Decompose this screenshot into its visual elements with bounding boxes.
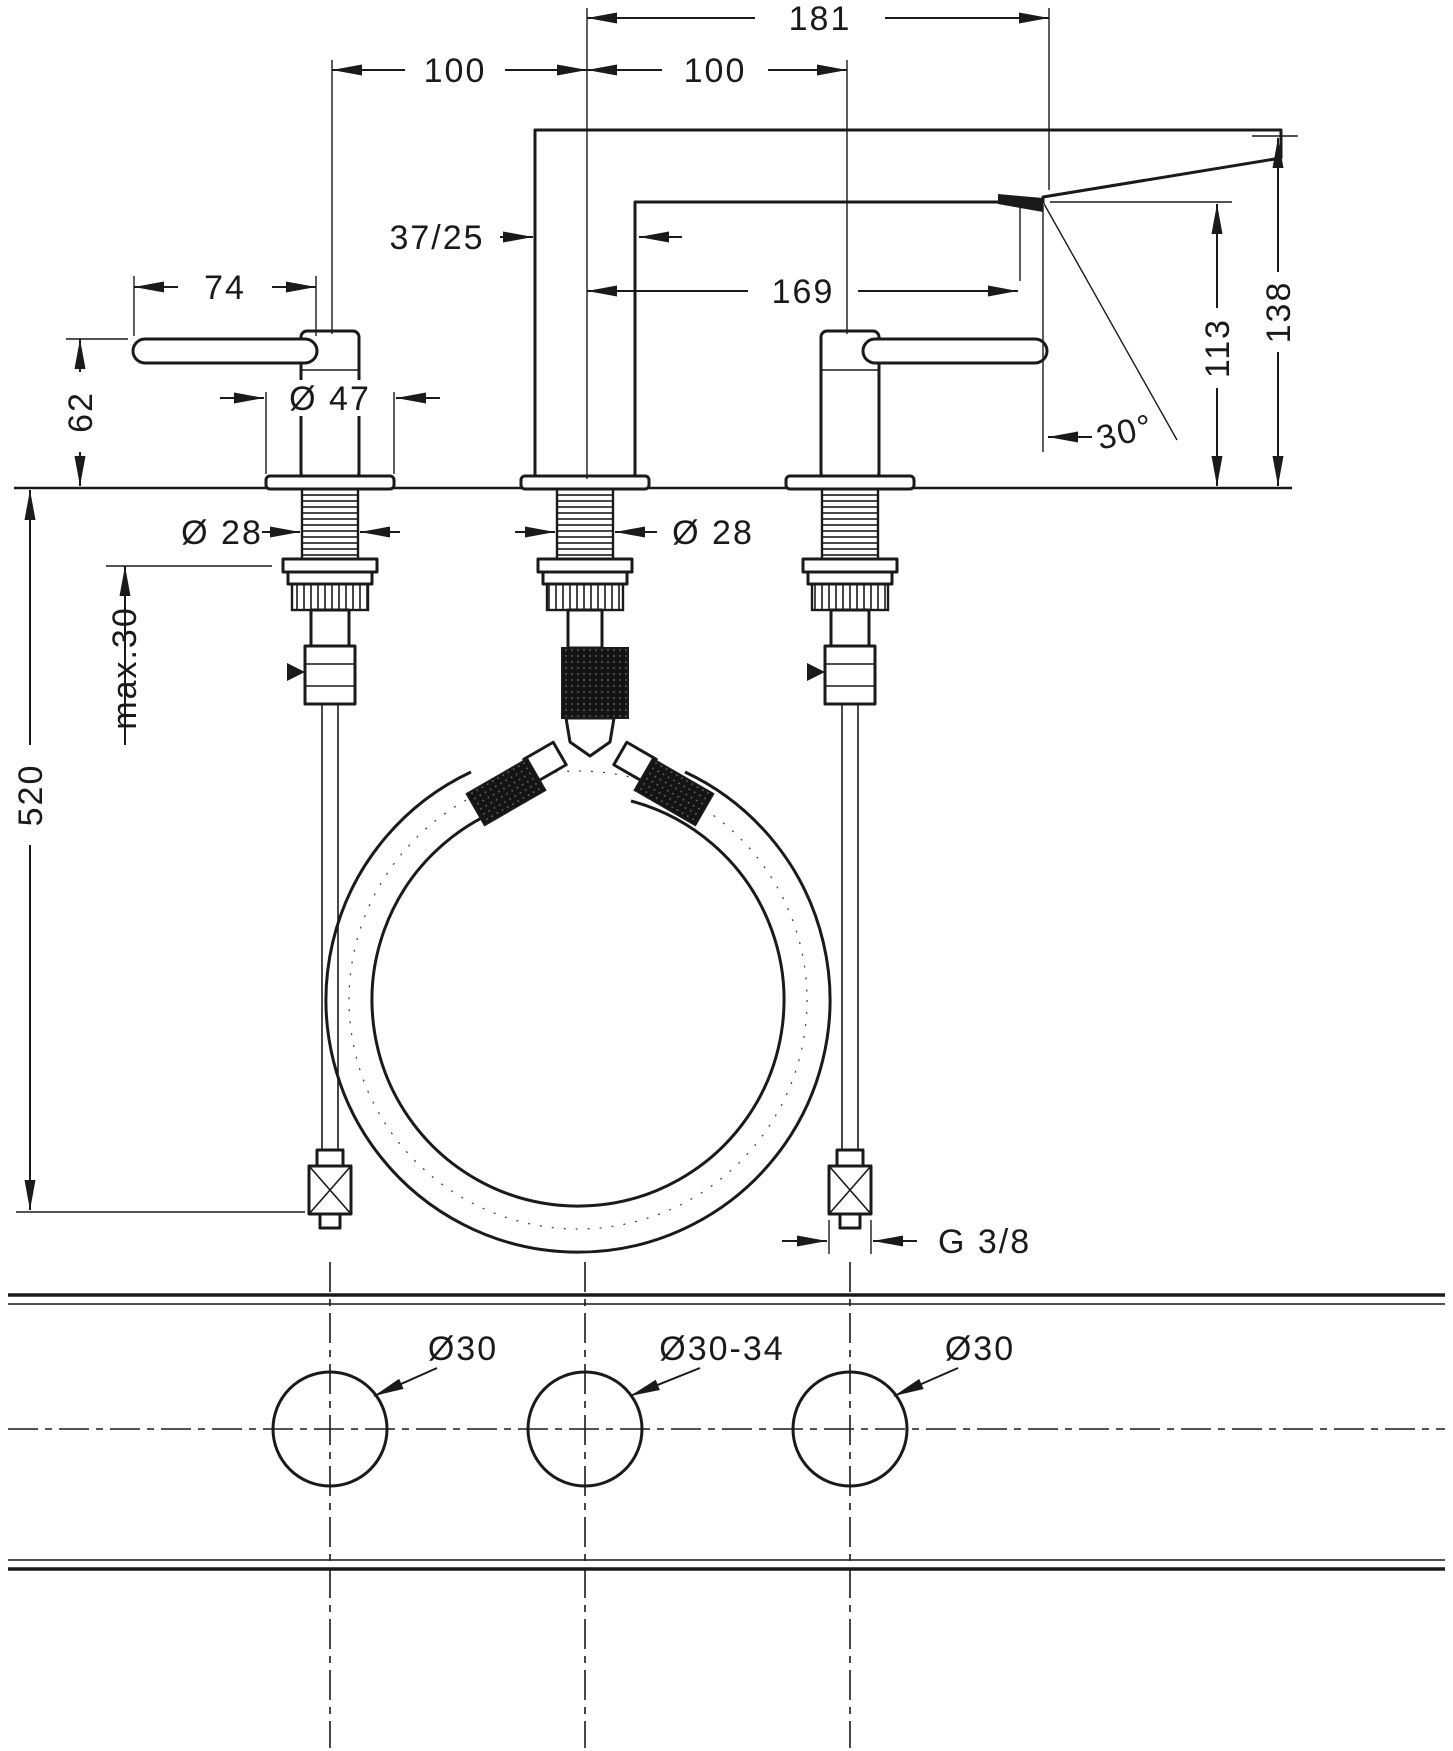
aerator: [998, 194, 1043, 212]
left-hole: [271, 1370, 389, 1488]
hole-template: Ø30 Ø30-34 Ø30: [8, 1262, 1445, 1748]
dim-181-label: 181: [789, 0, 852, 38]
left-handle-lever: [131, 337, 319, 365]
dim-100-right-label: 100: [684, 52, 747, 90]
right-supply-pipe: [807, 608, 877, 1230]
center-mixer-underdeck: [465, 608, 715, 827]
dim-g38-label: G 3/8: [938, 1223, 1031, 1261]
dim-28-left-label: Ø 28: [181, 514, 263, 552]
left-supply-pipe: [287, 608, 357, 1230]
dim-28-center-label: Ø 28: [672, 514, 754, 552]
dim-47-label: Ø 47: [289, 380, 371, 418]
hose-nut-left: [465, 757, 547, 827]
extension-lines: [16, 8, 1298, 1254]
dim-100-left-label: 100: [424, 52, 487, 90]
dim-520-label: 520: [12, 764, 50, 827]
right-handle-lever: [861, 337, 1049, 365]
dim-max30-label: max.30: [106, 606, 144, 730]
hole-center-label: Ø30-34: [659, 1330, 784, 1368]
left-shank-assembly: [281, 487, 379, 612]
dim-169-label: 169: [772, 273, 835, 311]
dim-30deg-label: 30°: [1093, 407, 1158, 458]
right-hole: [791, 1370, 909, 1488]
hose-nut-right: [633, 757, 715, 827]
dim-113-label: 113: [1199, 318, 1237, 378]
right-shank-assembly: [801, 487, 899, 612]
dim-37-25-label: 37/25: [389, 219, 484, 257]
hose-loop: [324, 770, 832, 1254]
center-hole: [526, 1370, 644, 1488]
hole-right-label: Ø30: [945, 1330, 1015, 1368]
center-shank-assembly: [536, 487, 634, 612]
dim-138-label: 138: [1260, 281, 1298, 344]
hole-left-label: Ø30: [428, 1330, 498, 1368]
right-handle: [784, 329, 1049, 491]
dim-62-label: 62: [62, 391, 100, 433]
spout: [519, 128, 1283, 491]
dim-74-label: 74: [204, 269, 246, 307]
